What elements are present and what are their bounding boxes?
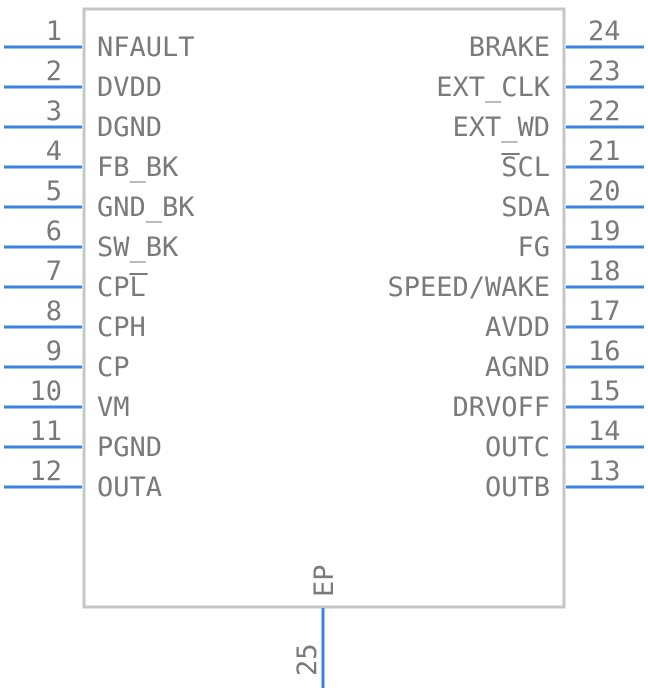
pin-14-number: 14 [588, 416, 621, 447]
pin-7-number: 7 [46, 256, 62, 287]
pin-5-number: 5 [46, 176, 62, 207]
bottom-pin-group: 25 EP [292, 564, 340, 688]
pin-21-name-scl: SCL [501, 152, 550, 183]
pin-6-number: 6 [46, 216, 62, 247]
pin-4-name-fb-bk: FB_BK [97, 152, 179, 183]
pin-7-name-cpl: CPL [97, 272, 146, 303]
pin-13-name-outb: OUTB [485, 472, 550, 503]
pin-12-number: 12 [29, 456, 62, 487]
pin-20-name-sda: SDA [501, 192, 550, 223]
pin-23-number: 23 [588, 56, 621, 87]
pin-22-name-ext-wd: EXT_WD [452, 112, 550, 143]
pin-21-number: 21 [588, 136, 621, 167]
pin-19-number: 19 [588, 216, 621, 247]
pin-16-number: 16 [588, 336, 621, 367]
pin-25-number: 25 [292, 643, 323, 676]
pin-11-name-pgnd: PGND [97, 432, 162, 463]
pin-20-number: 20 [588, 176, 621, 207]
pin-2-number: 2 [46, 56, 62, 87]
pin-4-number: 4 [46, 136, 62, 167]
pin-6-name-sw-bk: SW_BK [97, 232, 179, 263]
pin-8-name-cph: CPH [97, 312, 146, 343]
pin-3-number: 3 [46, 96, 62, 127]
pin-1-number: 1 [46, 16, 62, 47]
pin-16-name-agnd: AGND [485, 352, 550, 383]
pin-25-name: EP [309, 564, 340, 597]
pin-24-name-brake: BRAKE [469, 32, 550, 63]
pin-15-number: 15 [588, 376, 621, 407]
pin-18-number: 18 [588, 256, 621, 287]
pin-19-name-fg: FG [517, 232, 550, 263]
pin-9-name-cp: CP [97, 352, 130, 383]
pin-12-name-outa: OUTA [97, 472, 162, 503]
pin-17-name-avdd: AVDD [485, 312, 550, 343]
pin-15-name-drvoff: DRVOFF [452, 392, 550, 423]
pin-8-number: 8 [46, 296, 62, 327]
pin-3-name-dgnd: DGND [97, 112, 162, 143]
pin-14-name-outc: OUTC [485, 432, 550, 463]
ic-body-outline [82, 7, 566, 609]
pin-9-number: 9 [46, 336, 62, 367]
pin-5-name-gnd-bk: GND_BK [97, 192, 195, 223]
pin-18-name-speed-wake: SPEED/WAKE [387, 272, 550, 303]
pin-17-number: 17 [588, 296, 621, 327]
pin-13-number: 13 [588, 456, 621, 487]
pin-24-number: 24 [588, 16, 621, 47]
pin-22-number: 22 [588, 96, 621, 127]
pin-1-name-nfault: NFAULT [97, 32, 195, 63]
pin-23-name-ext-clk: EXT_CLK [436, 72, 551, 103]
pin-10-name-vm: VM [97, 392, 130, 423]
pin-10-number: 10 [29, 376, 62, 407]
pin-2-name-dvdd: DVDD [97, 72, 162, 103]
pin-11-number: 11 [29, 416, 62, 447]
